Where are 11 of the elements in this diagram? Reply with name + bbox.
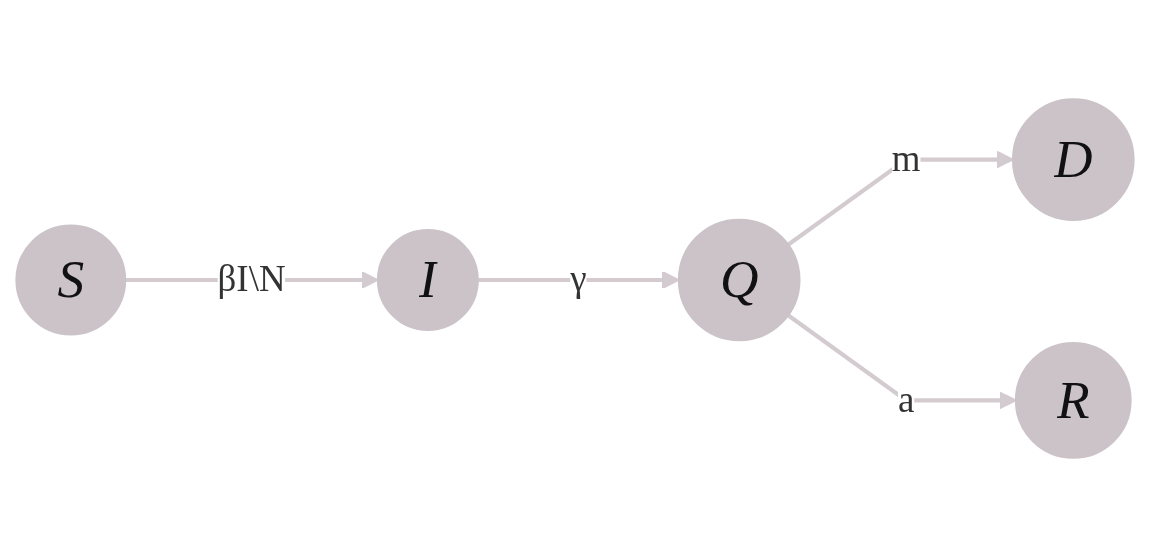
node-circle: R	[1014, 342, 1132, 459]
node-circle: D	[1011, 98, 1135, 221]
arrow	[786, 313, 1017, 410]
edge-label: βI\N	[217, 258, 286, 300]
node-circle: I	[376, 229, 479, 331]
node-circle: S	[15, 224, 127, 336]
node-circle: Q	[677, 218, 801, 342]
edge-label: a	[898, 378, 915, 420]
edge-label: γ	[570, 258, 587, 300]
edge-label: m	[891, 138, 921, 180]
arrow	[786, 150, 1014, 247]
